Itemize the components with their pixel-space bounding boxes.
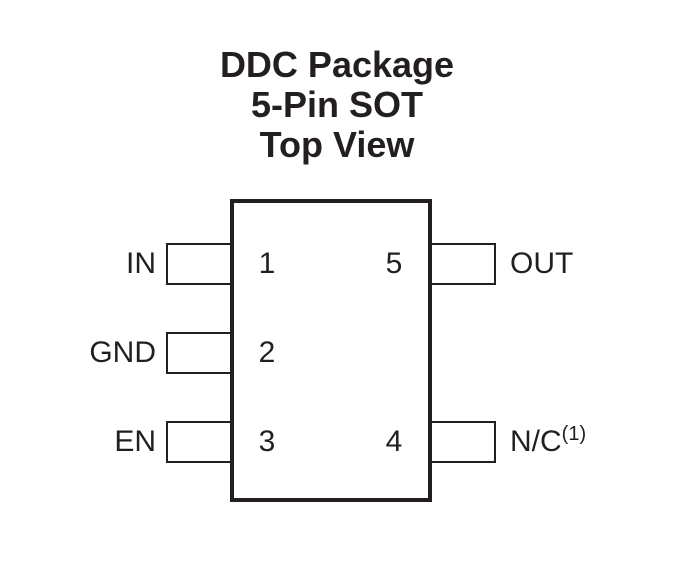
title-line-view: Top View: [259, 124, 415, 165]
pin-pad-nc: [430, 421, 496, 463]
pin-label-out: OUT: [510, 247, 574, 280]
pin-number-3: 3: [258, 425, 276, 458]
pin-number-4: 4: [385, 425, 403, 458]
pin-label-nc-note: (1): [561, 423, 587, 445]
pin-label-gnd: GND: [89, 336, 156, 369]
package-body: [230, 199, 432, 502]
pin-label-nc-text: N/C: [510, 425, 562, 458]
title-line-pincount: 5-Pin SOT: [250, 84, 424, 125]
pin-pad-gnd: [166, 332, 232, 374]
pin-pad-en: [166, 421, 232, 463]
pin-pad-out: [430, 243, 496, 285]
pin-pad-in: [166, 243, 232, 285]
diagram-title: DDC Package 5-Pin SOT Top View: [0, 45, 674, 165]
pin-label-nc: N/C(1): [510, 421, 680, 463]
pin-number-1: 1: [258, 247, 276, 280]
title-line-package: DDC Package: [219, 44, 455, 85]
pin-number-5: 5: [385, 247, 403, 280]
pin-label-in: IN: [126, 247, 156, 280]
pin-label-en: EN: [114, 425, 156, 458]
pin-number-2: 2: [258, 336, 276, 369]
